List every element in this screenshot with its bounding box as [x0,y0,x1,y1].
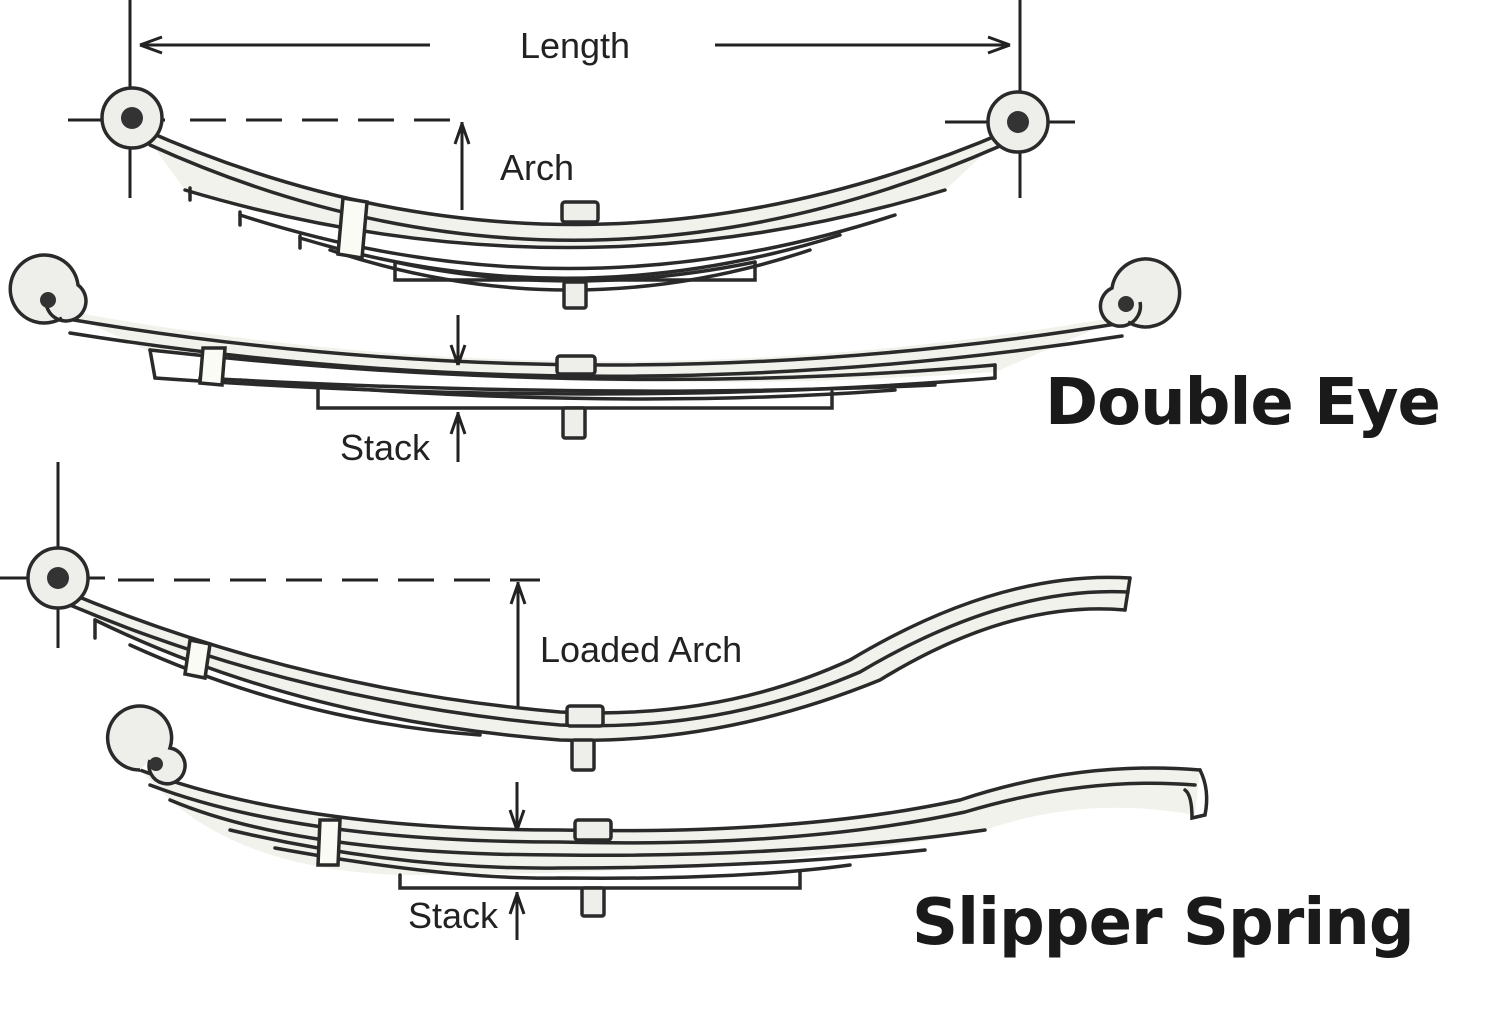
loaded-arch-label: Loaded Arch [540,629,742,670]
double-eye-spring-flat [8,253,1182,462]
double-eye-spring-mounted [68,0,1075,310]
stack-label-bottom: Stack [408,895,499,936]
arch-label: Arch [500,147,574,188]
slipper-spring-flat [105,704,1209,940]
slipper-spring-title: Slipper Spring [912,886,1414,960]
stack-label-top: Stack [340,427,431,468]
slipper-spring-mounted [0,462,1132,772]
length-label: Length [520,25,630,66]
double-eye-title: Double Eye [1045,366,1440,440]
